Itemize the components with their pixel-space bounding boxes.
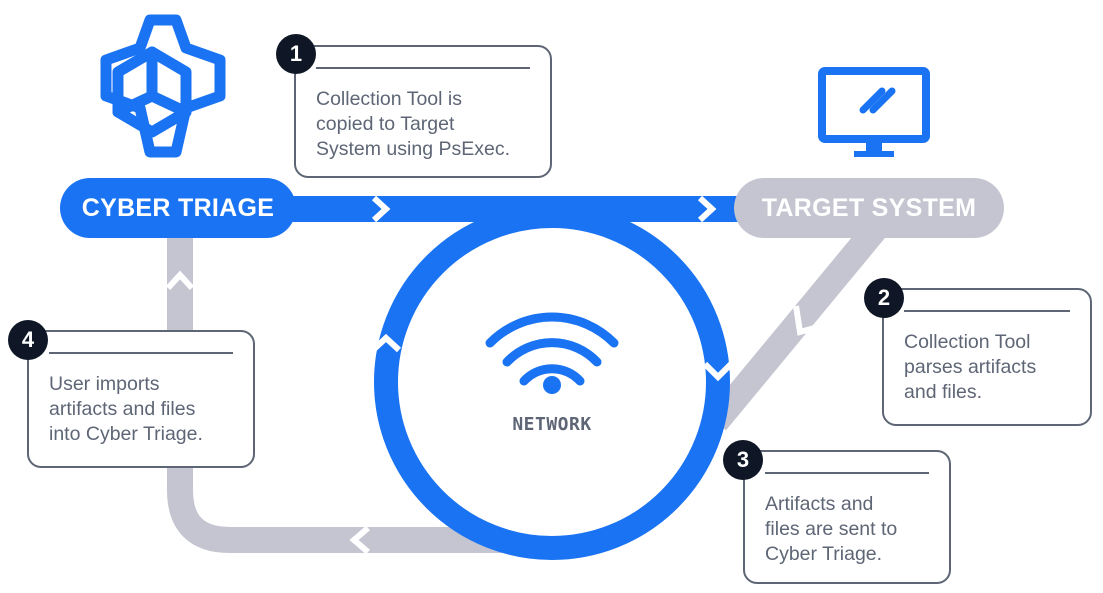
- step-2-card: Collection Tool parses artifacts and fil…: [882, 288, 1092, 426]
- target-system-node: TARGET SYSTEM: [734, 178, 1004, 238]
- step-4-text: User imports artifacts and files into Cy…: [49, 373, 203, 445]
- step-3-badge: 3: [723, 440, 763, 480]
- chevron-arrow-icon: [165, 270, 195, 291]
- network-label: NETWORK: [512, 414, 592, 435]
- wifi-icon: [485, 312, 619, 394]
- step-2-text: Collection Tool parses artifacts and fil…: [904, 331, 1037, 403]
- step-1-badge: 1: [276, 34, 316, 74]
- step-3-text: Artifacts and files are sent to Cyber Tr…: [765, 493, 898, 565]
- step-4-badge: 4: [8, 320, 48, 360]
- step-1-text: Collection Tool is copied to Target Syst…: [316, 88, 510, 160]
- chevron-arrow-icon: [702, 361, 734, 382]
- flow-network-to-cyber-triage: [167, 238, 560, 553]
- chevron-arrow-icon: [349, 525, 370, 555]
- chevron-arrow-icon: [370, 333, 402, 353]
- chevron-arrow-icon: [697, 195, 717, 223]
- step-3-card: Artifacts and files are sent to Cyber Tr…: [743, 450, 951, 584]
- step-4-card: User imports artifacts and files into Cy…: [27, 330, 255, 468]
- step-1-card: Collection Tool is copied to Target Syst…: [294, 45, 552, 178]
- chevron-arrow-icon: [371, 195, 391, 223]
- card-rule: [904, 310, 1070, 312]
- card-rule: [765, 472, 929, 474]
- cyber-triage-node: CYBER TRIAGE: [60, 178, 296, 238]
- card-rule: [316, 67, 530, 69]
- chevron-arrow-icon: [793, 305, 826, 336]
- target-system-label: TARGET SYSTEM: [761, 193, 977, 222]
- cyber-triage-logo: [100, 14, 226, 158]
- card-rule: [49, 352, 233, 354]
- step-2-badge: 2: [864, 278, 904, 318]
- cyber-triage-label: CYBER TRIAGE: [81, 193, 275, 222]
- monitor-icon: [818, 67, 930, 157]
